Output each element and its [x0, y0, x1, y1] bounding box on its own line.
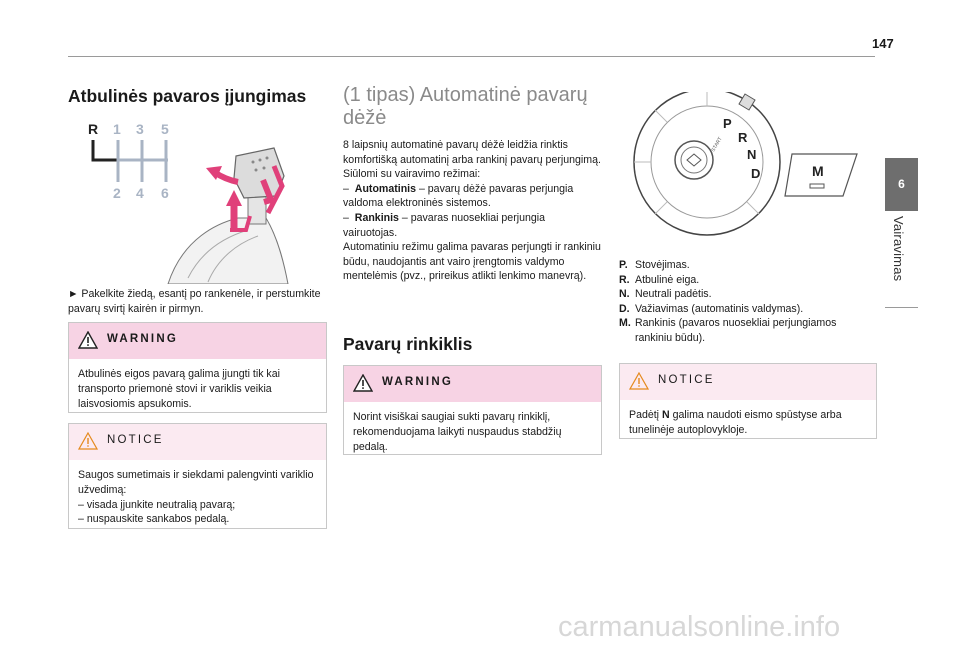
warning-title: WARNING: [382, 376, 453, 388]
legend-item: M.Rankinis (pavaros nuosekliai perjungia…: [619, 317, 837, 344]
gear-position-legend: P.Stovėjimas. R.Atbulinė eiga. N.Neutral…: [619, 258, 875, 346]
gear-label-6: 6: [161, 185, 169, 201]
section-title-automatic-gearbox: (1 tipas) Automatinė pavarų dėžė: [343, 84, 588, 129]
dial-letter-p: P: [723, 116, 732, 131]
section-title-reverse-gear: Atbulinės pavaros įjungimas: [68, 86, 307, 106]
mode-item: – Rankinis – pavaras nuosekliai perjungi…: [343, 211, 546, 239]
top-divider: [68, 56, 875, 57]
chapter-divider: [885, 307, 918, 308]
notice-box-reverse: NOTICE Saugos sumetimais ir siekdami pal…: [68, 423, 327, 529]
dial-letter-r: R: [738, 130, 748, 145]
chapter-tab[interactable]: 6: [885, 158, 918, 211]
mode-name: Automatinis: [354, 182, 417, 195]
legend-item: R.Atbulinė eiga.: [619, 273, 700, 286]
warning-text: Norint visiškai saugiai sukti pavarų rin…: [353, 411, 562, 453]
modes-intro: Siūlomi su vairavimo režimai:: [343, 168, 481, 181]
notice-content: Saugos sumetimais ir siekdami palengvint…: [69, 460, 326, 535]
legend-item: N.Neutrali padėtis.: [619, 288, 712, 301]
gear-label-4: 4: [136, 185, 144, 201]
notice-text: Padėtį N galima naudoti eismo spūstyse a…: [629, 409, 842, 436]
warning-icon: [353, 374, 373, 392]
m-button-label: M: [812, 163, 824, 179]
gear-label-2: 2: [113, 185, 121, 201]
notice-text: Saugos sumetimais ir siekdami palengvint…: [78, 469, 314, 496]
mode-item: – Automatinis – pavarų dėžė pavaras perj…: [343, 182, 574, 210]
warning-title: WARNING: [107, 333, 178, 345]
mode-name: Rankinis: [354, 211, 399, 224]
notice-header: NOTICE: [620, 364, 876, 400]
subtitle-gear-selector: Pavarų rinkiklis: [343, 334, 473, 354]
instruction-text: ► Pakelkite žiedą, esantį po rankenėle, …: [68, 288, 321, 315]
page-number: 147: [872, 36, 894, 51]
intro-paragraph: 8 laipsnių automatinė pavarų dėžė leidži…: [343, 139, 601, 166]
notice-box-neutral: NOTICE Padėtį N galima naudoti eismo spū…: [619, 363, 877, 439]
gear-label-r: R: [88, 121, 98, 137]
gearshift-illustration: R 1 3 5 2 4 6: [88, 118, 290, 285]
warning-icon: [78, 331, 98, 349]
watermark: carmanualsonline.info: [558, 611, 841, 643]
automatic-gearbox-text: 8 laipsnių automatinė pavarų dėžė leidži…: [343, 138, 601, 284]
dial-letter-d: D: [751, 166, 760, 181]
warning-text: Atbulinės eigos pavarą galima įjungti ti…: [78, 368, 280, 410]
warning-box-reverse: WARNING Atbulinės eigos pavarą galima įj…: [68, 322, 327, 413]
legend-item: D.Važiavimas (automatinis valdymas).: [619, 302, 804, 315]
chapter-label: Vairavimas: [891, 216, 906, 282]
notice-icon: [629, 372, 649, 390]
notice-icon: [78, 432, 98, 450]
notice-item: – nuspauskite sankabos pedalą.: [78, 513, 230, 526]
gear-selector-illustration: P R N D START M: [619, 88, 875, 252]
warning-box-selector: WARNING Norint visiškai saugiai sukti pa…: [343, 365, 602, 455]
notice-item: – visada įjunkite neutralią pavarą;: [78, 498, 236, 511]
gear-label-1: 1: [113, 121, 121, 137]
notice-title: NOTICE: [658, 374, 715, 386]
legend-item: P.Stovėjimas.: [619, 259, 690, 271]
gear-label-5: 5: [161, 121, 169, 137]
notice-title: NOTICE: [107, 434, 164, 446]
gear-label-3: 3: [136, 121, 144, 137]
notice-header: NOTICE: [69, 424, 326, 460]
warning-header: WARNING: [344, 366, 601, 402]
paddles-paragraph: Automatiniu režimu galima pavaras perjun…: [343, 241, 601, 283]
dial-letter-n: N: [747, 147, 756, 162]
warning-header: WARNING: [69, 323, 326, 359]
